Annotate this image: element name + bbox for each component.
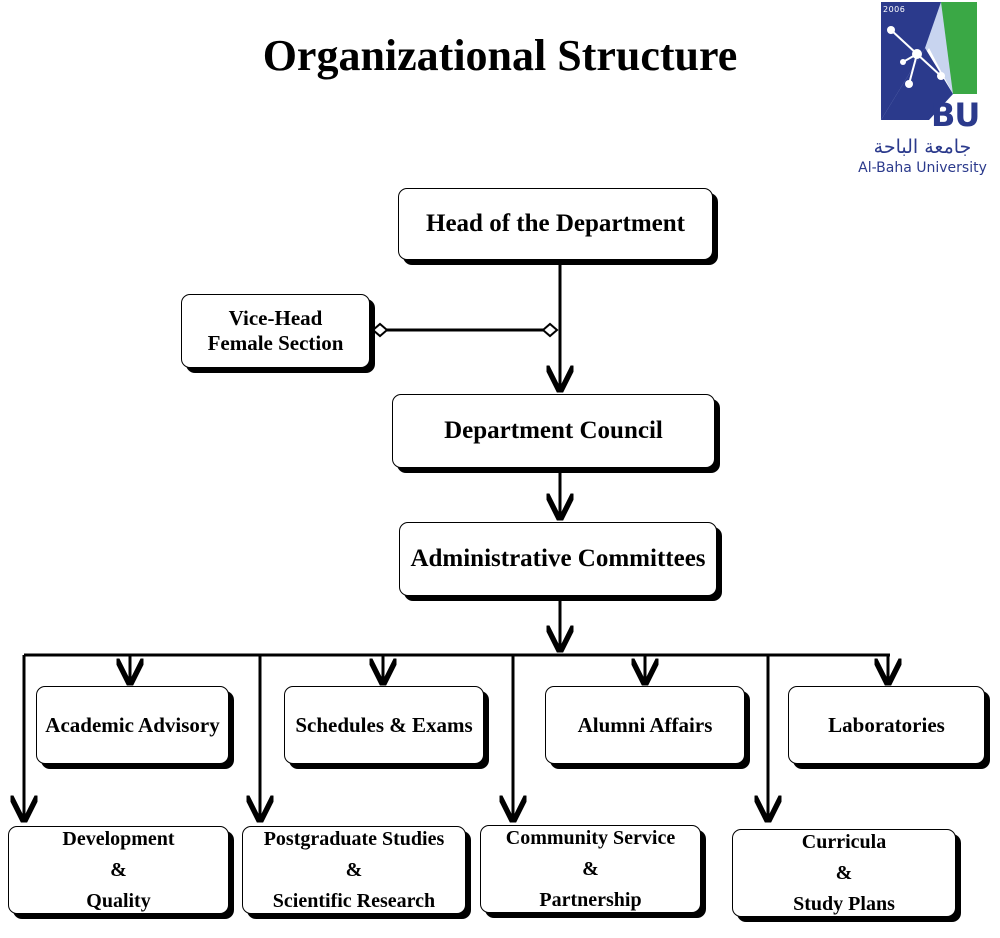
vice-head-diamond-left [371,322,389,338]
schedules-exams-node: Schedules & Exams [284,686,484,764]
community-service-node: Community Service & Partnership [480,825,701,913]
vice-head-node: Vice-Head Female Section [181,294,370,368]
schedules-exams-label: Schedules & Exams [295,712,473,737]
alumni-affairs-label: Alumni Affairs [577,712,713,737]
development-quality-node: Development & Quality [8,826,229,914]
postgraduate-research-line-1: Postgraduate Studies [263,827,445,850]
department-council-label: Department Council [444,417,663,444]
alumni-affairs-node: Alumni Affairs [545,686,745,764]
curricula-plans-line-2: & [835,861,853,884]
logo-initials: BU [931,96,980,134]
postgraduate-research-node: Postgraduate Studies & Scientific Resear… [242,826,466,914]
logo-english-name: Al-Baha University [858,160,987,176]
community-service-line-1: Community Service [505,826,676,849]
laboratories-node: Laboratories [788,686,985,764]
curricula-plans-node: Curricula & Study Plans [732,829,956,917]
department-council-node: Department Council [392,394,715,468]
head-of-department-node: Head of the Department [398,188,713,260]
development-quality-line-3: Quality [86,889,151,912]
vice-head-diamond-right [541,322,559,338]
vice-head-line-2: Female Section [207,331,344,355]
vice-head-line-1: Vice-Head [228,306,323,330]
al-baha-university-logo: 2006 BU جامعة الباحة Al-Baha University [845,2,1000,182]
curricula-plans-line-3: Study Plans [793,892,895,915]
postgraduate-research-line-3: Scientific Research [272,889,436,912]
logo-year: 2006 [883,5,906,14]
development-quality-line-2: & [110,858,127,881]
administrative-committees-node: Administrative Committees [399,522,717,596]
community-service-line-3: Partnership [539,888,642,911]
logo-arabic-name: جامعة الباحة [873,136,972,158]
academic-advisory-node: Academic Advisory [36,686,229,764]
academic-advisory-label: Academic Advisory [45,712,220,737]
community-service-line-2: & [582,857,599,880]
laboratories-label: Laboratories [828,712,945,737]
development-quality-line-1: Development [62,827,175,850]
postgraduate-research-line-2: & [345,858,363,881]
university-emblem-icon [881,2,977,120]
administrative-committees-label: Administrative Committees [410,545,706,572]
page-title: Organizational Structure [262,31,738,80]
head-of-department-label: Head of the Department [426,210,685,237]
curricula-plans-line-1: Curricula [801,830,887,853]
